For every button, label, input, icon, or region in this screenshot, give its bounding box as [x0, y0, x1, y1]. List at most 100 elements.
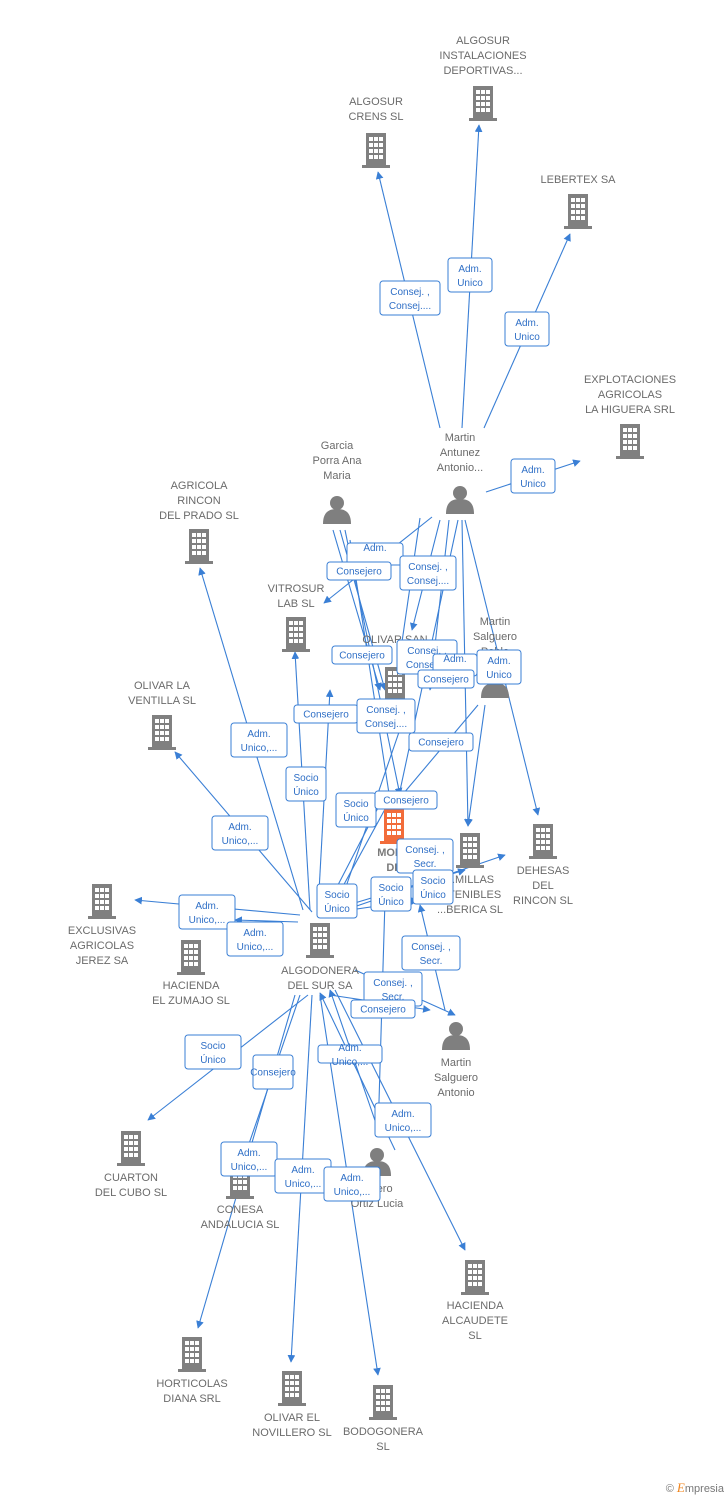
edge-label-0[interactable]: Adm.Unico: [447, 257, 493, 293]
edge-label-box: [379, 280, 441, 316]
edge-label-3[interactable]: Adm.Unico: [510, 458, 556, 494]
edge-line-14: [349, 539, 393, 801]
edge-label-24[interactable]: Adm.Unico,...: [178, 894, 236, 930]
edge-label-box: [399, 555, 457, 591]
edge-label-14[interactable]: Consej. ,Consej....: [356, 698, 416, 734]
edge-label-12[interactable]: Adm.Unico,...: [230, 722, 288, 758]
node-lebertex[interactable]: LEBERTEX SA: [541, 174, 617, 229]
edge-label-1[interactable]: Consej. ,Consej....: [379, 280, 441, 316]
edge-label-25[interactable]: Adm.Unico,...: [226, 921, 284, 957]
edge-label-11[interactable]: Adm.Unico: [476, 649, 522, 685]
building-icon: [564, 194, 592, 229]
edge-label-box: [316, 883, 358, 919]
edge-label-box: [230, 722, 288, 758]
edge-label-box: [285, 766, 327, 802]
edge-label-33[interactable]: Adm.Unico,...: [220, 1141, 278, 1177]
edge-label-6[interactable]: Consej. ,Consej....: [399, 555, 457, 591]
edge-label-18[interactable]: Consejero: [374, 790, 438, 810]
edge-label-20[interactable]: Consej. ,Secr.: [396, 838, 454, 874]
edge-label-box: [374, 1102, 432, 1138]
edge-label-text: Adm.Unico: [520, 465, 546, 490]
edge-label-19[interactable]: Adm.Unico,...: [211, 815, 269, 851]
edge-label-35[interactable]: Adm.Unico,...: [323, 1166, 381, 1202]
edge-line-15: [397, 704, 479, 801]
edge-label-5[interactable]: Consejero: [326, 561, 392, 581]
edge-label-7[interactable]: Consejero: [331, 645, 393, 665]
edge-label-34[interactable]: Adm.Unico,...: [274, 1158, 332, 1194]
edge-label-text: Adm.Unico,...: [231, 1148, 268, 1173]
brand-watermark: © Empresia: [666, 1480, 724, 1496]
building-icon: [185, 529, 213, 564]
edge-label-10[interactable]: Consejero: [417, 669, 475, 689]
edge-label-29[interactable]: Adm.Unico,...: [317, 1043, 383, 1068]
edge-label-2[interactable]: Adm.Unico: [504, 311, 550, 347]
edge-label-text: Consej. ,Consej....: [389, 287, 431, 312]
edge-label-text: Consejero: [336, 567, 382, 578]
node-semillas[interactable]: ...MILLAS...TENIBLES...BERICA SL: [437, 833, 503, 916]
person-icon: [323, 496, 351, 524]
person-icon: [442, 1022, 470, 1050]
edge-label-box: [417, 669, 475, 689]
edge-label-text: Adm.Unico,...: [189, 901, 226, 926]
edge-label-text: Consej. ,Secr.: [373, 978, 412, 1003]
edge-label-box: [184, 1034, 242, 1070]
edge-label-text: Consejero: [418, 738, 464, 749]
edge-label-box: [476, 649, 522, 685]
edge-label-text: Adm.Unico,...: [285, 1165, 322, 1190]
edge-label-text: Consejero: [383, 796, 429, 807]
edge-label-27[interactable]: Consej. ,Secr.: [363, 971, 423, 1007]
building-icon: [88, 884, 116, 919]
edge-label-15[interactable]: Consejero: [408, 732, 474, 752]
edge-label-text: Adm.Unico: [457, 264, 483, 289]
building-icon: [456, 833, 484, 868]
building-icon: [369, 1385, 397, 1420]
edge-label-31[interactable]: Consejero: [250, 1054, 296, 1090]
edge-label-text: Adm.Unico,...: [222, 822, 259, 847]
edge-label-26[interactable]: Consej. ,Secr.: [401, 935, 461, 971]
edge-label-28[interactable]: Consejero: [350, 999, 416, 1019]
edge-label-32[interactable]: Adm.Unico,...: [374, 1102, 432, 1138]
edge-label-box: [447, 257, 493, 293]
edge-label-13[interactable]: Consejero: [293, 704, 359, 724]
